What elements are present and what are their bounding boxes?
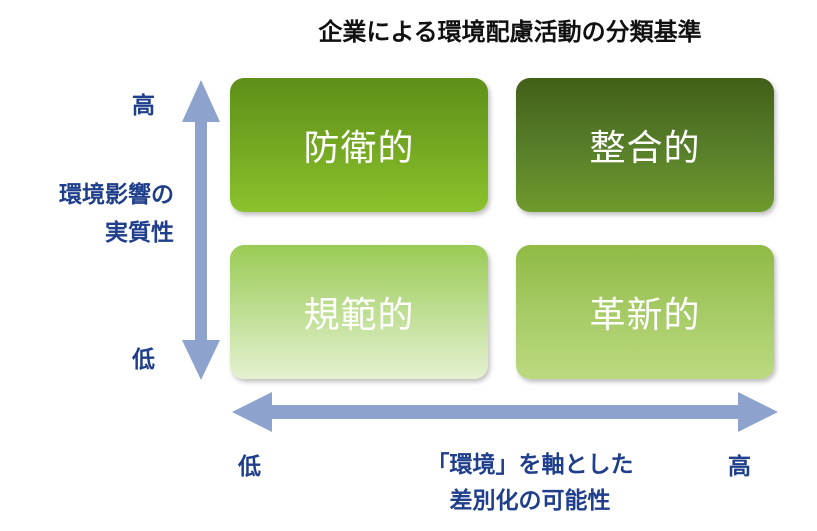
quadrant-innovative-label: 革新的 (589, 295, 701, 336)
quadrant-defensive-label: 防衛的 (303, 128, 415, 169)
quadrant-normative: 規範的 (230, 245, 488, 379)
quadrant-normative-label: 規範的 (303, 295, 415, 336)
x-axis-low-label: 低 (238, 454, 261, 480)
x-axis-high-label: 高 (728, 454, 751, 480)
y-axis-arrow-up (182, 80, 220, 380)
y-axis-title: 環境影響の 実質性 (14, 176, 174, 252)
quadrant-aligned: 整合的 (516, 78, 774, 212)
y-axis-title-line-1: 環境影響の (59, 182, 174, 208)
y-axis-title-line-2: 実質性 (105, 220, 174, 246)
x-axis-arrow (232, 392, 778, 432)
quadrant-aligned-label: 整合的 (589, 128, 701, 169)
y-axis-low-label: 低 (132, 347, 155, 373)
quadrant-defensive: 防衛的 (230, 78, 488, 212)
quadrant-innovative: 革新的 (516, 245, 774, 379)
y-axis-high-label: 高 (132, 93, 155, 119)
x-axis-title-line-2: 差別化の可能性 (449, 488, 611, 514)
x-axis-title-line-1: 「環境」を軸とした (426, 452, 634, 478)
diagram-title: 企業による環境配慮活動の分類基準 (318, 18, 702, 46)
x-axis-title: 「環境」を軸とした 差別化の可能性 (380, 447, 680, 519)
